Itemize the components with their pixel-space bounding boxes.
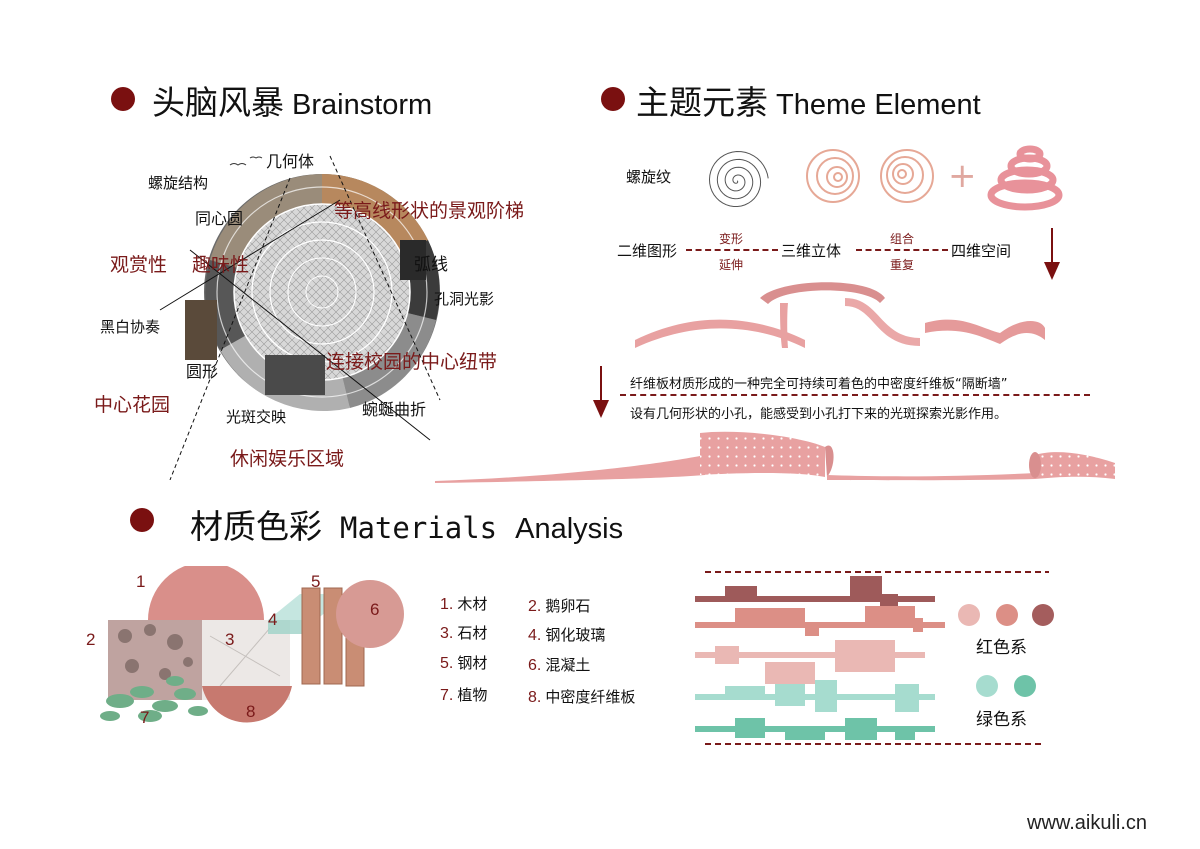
flow-extend: 延伸 bbox=[719, 258, 744, 272]
materials-collage bbox=[100, 566, 404, 723]
perforated-ribbon-wall bbox=[435, 431, 1115, 483]
label-central-garden: 中心花园 bbox=[94, 394, 171, 416]
label-geometry: 几何体 bbox=[266, 152, 315, 171]
flow-combine: 组合 bbox=[890, 232, 915, 246]
flow-repeat: 重复 bbox=[890, 258, 915, 272]
watermark: www.aikuli.cn bbox=[1027, 812, 1148, 834]
section-bullet bbox=[111, 87, 135, 111]
photo-number-6: 6 bbox=[370, 600, 380, 619]
section-bullet bbox=[130, 508, 154, 532]
label-bw-concerto: 黑白协奏 bbox=[100, 318, 161, 336]
photo-number-8: 8 bbox=[246, 702, 256, 721]
color-bars-diagram bbox=[695, 571, 1049, 745]
label-interest: 趣味性 bbox=[192, 254, 250, 276]
flow-2d: 二维图形 bbox=[617, 242, 678, 260]
plus-sign: + bbox=[948, 156, 977, 196]
swatch-red-mid bbox=[996, 604, 1018, 626]
legend-item-7: 7.植物 bbox=[440, 686, 488, 704]
arrow-down-icon bbox=[1044, 228, 1060, 280]
spiral-relief-icon bbox=[806, 149, 934, 203]
flow-dash-2 bbox=[856, 249, 948, 251]
palette-green-label: 绿色系 bbox=[976, 710, 1027, 730]
photo-number-3: 3 bbox=[225, 630, 235, 649]
section-bullet bbox=[601, 87, 625, 111]
label-leisure: 休闲娱乐区域 bbox=[230, 448, 345, 470]
legend-item-1: 1.木材 bbox=[440, 595, 488, 613]
theme-desc-divider bbox=[620, 394, 1090, 396]
label-light-spots: 光斑交映 bbox=[226, 408, 287, 426]
theme-desc-line1: 纤维板材质形成的一种完全可持续可着色的中密度纤维板“隔断墙” bbox=[630, 377, 1008, 392]
legend-item-6: 6.混凝土 bbox=[528, 656, 591, 674]
legend-item-3: 3.石材 bbox=[440, 624, 488, 642]
arrow-down-icon bbox=[593, 366, 609, 418]
spiral-icon bbox=[708, 151, 769, 207]
flow-4d: 四维空间 bbox=[951, 242, 1012, 260]
legend-item-2: 2.鹅卵石 bbox=[528, 597, 591, 615]
label-spiral-structure: 螺旋结构 bbox=[148, 174, 209, 192]
swatch-green-light bbox=[976, 675, 998, 697]
legend-item-5: 5.钢材 bbox=[440, 654, 488, 672]
photo-number-4: 4 bbox=[268, 610, 278, 629]
label-campus-link: 连接校园的中心纽带 bbox=[326, 351, 498, 373]
label-circle: 圆形 bbox=[186, 362, 219, 381]
legend-item-8: 8.中密度纤维板 bbox=[528, 688, 636, 706]
photo-number-2: 2 bbox=[86, 630, 96, 649]
palette-red-label: 红色系 bbox=[976, 638, 1027, 658]
label-ornamental: 观赏性 bbox=[110, 254, 168, 276]
swatch-red-light bbox=[958, 604, 980, 626]
photo-number-7: 7 bbox=[140, 708, 150, 727]
flow-dash-1 bbox=[686, 249, 778, 251]
legend-item-4: 4.钢化玻璃 bbox=[528, 626, 606, 644]
brainstorm-collage bbox=[159, 155, 441, 480]
spiral-3d-icon bbox=[987, 145, 1063, 211]
photo-number-5: 5 bbox=[311, 572, 321, 591]
ribbon-wall-3d bbox=[635, 282, 1045, 348]
flow-3d: 三维立体 bbox=[781, 242, 842, 260]
label-concentric: 同心圆 bbox=[195, 209, 244, 228]
spiral-label: 螺旋纹 bbox=[626, 168, 672, 186]
label-winding: 蜿蜒曲折 bbox=[362, 400, 427, 419]
label-hole-light: 孔洞光影 bbox=[434, 290, 495, 308]
label-contour-steps: 等高线形状的景观阶梯 bbox=[334, 200, 525, 222]
swatch-green-dark bbox=[1014, 675, 1036, 697]
swatch-red-dark bbox=[1032, 604, 1054, 626]
flow-deform: 变形 bbox=[719, 232, 744, 246]
label-arc: 弧线 bbox=[414, 255, 448, 275]
theme-desc-line2: 设有几何形状的小孔，能感受到小孔打下来的光斑探索光影作用。 bbox=[630, 407, 1008, 422]
photo-number-1: 1 bbox=[136, 572, 146, 591]
